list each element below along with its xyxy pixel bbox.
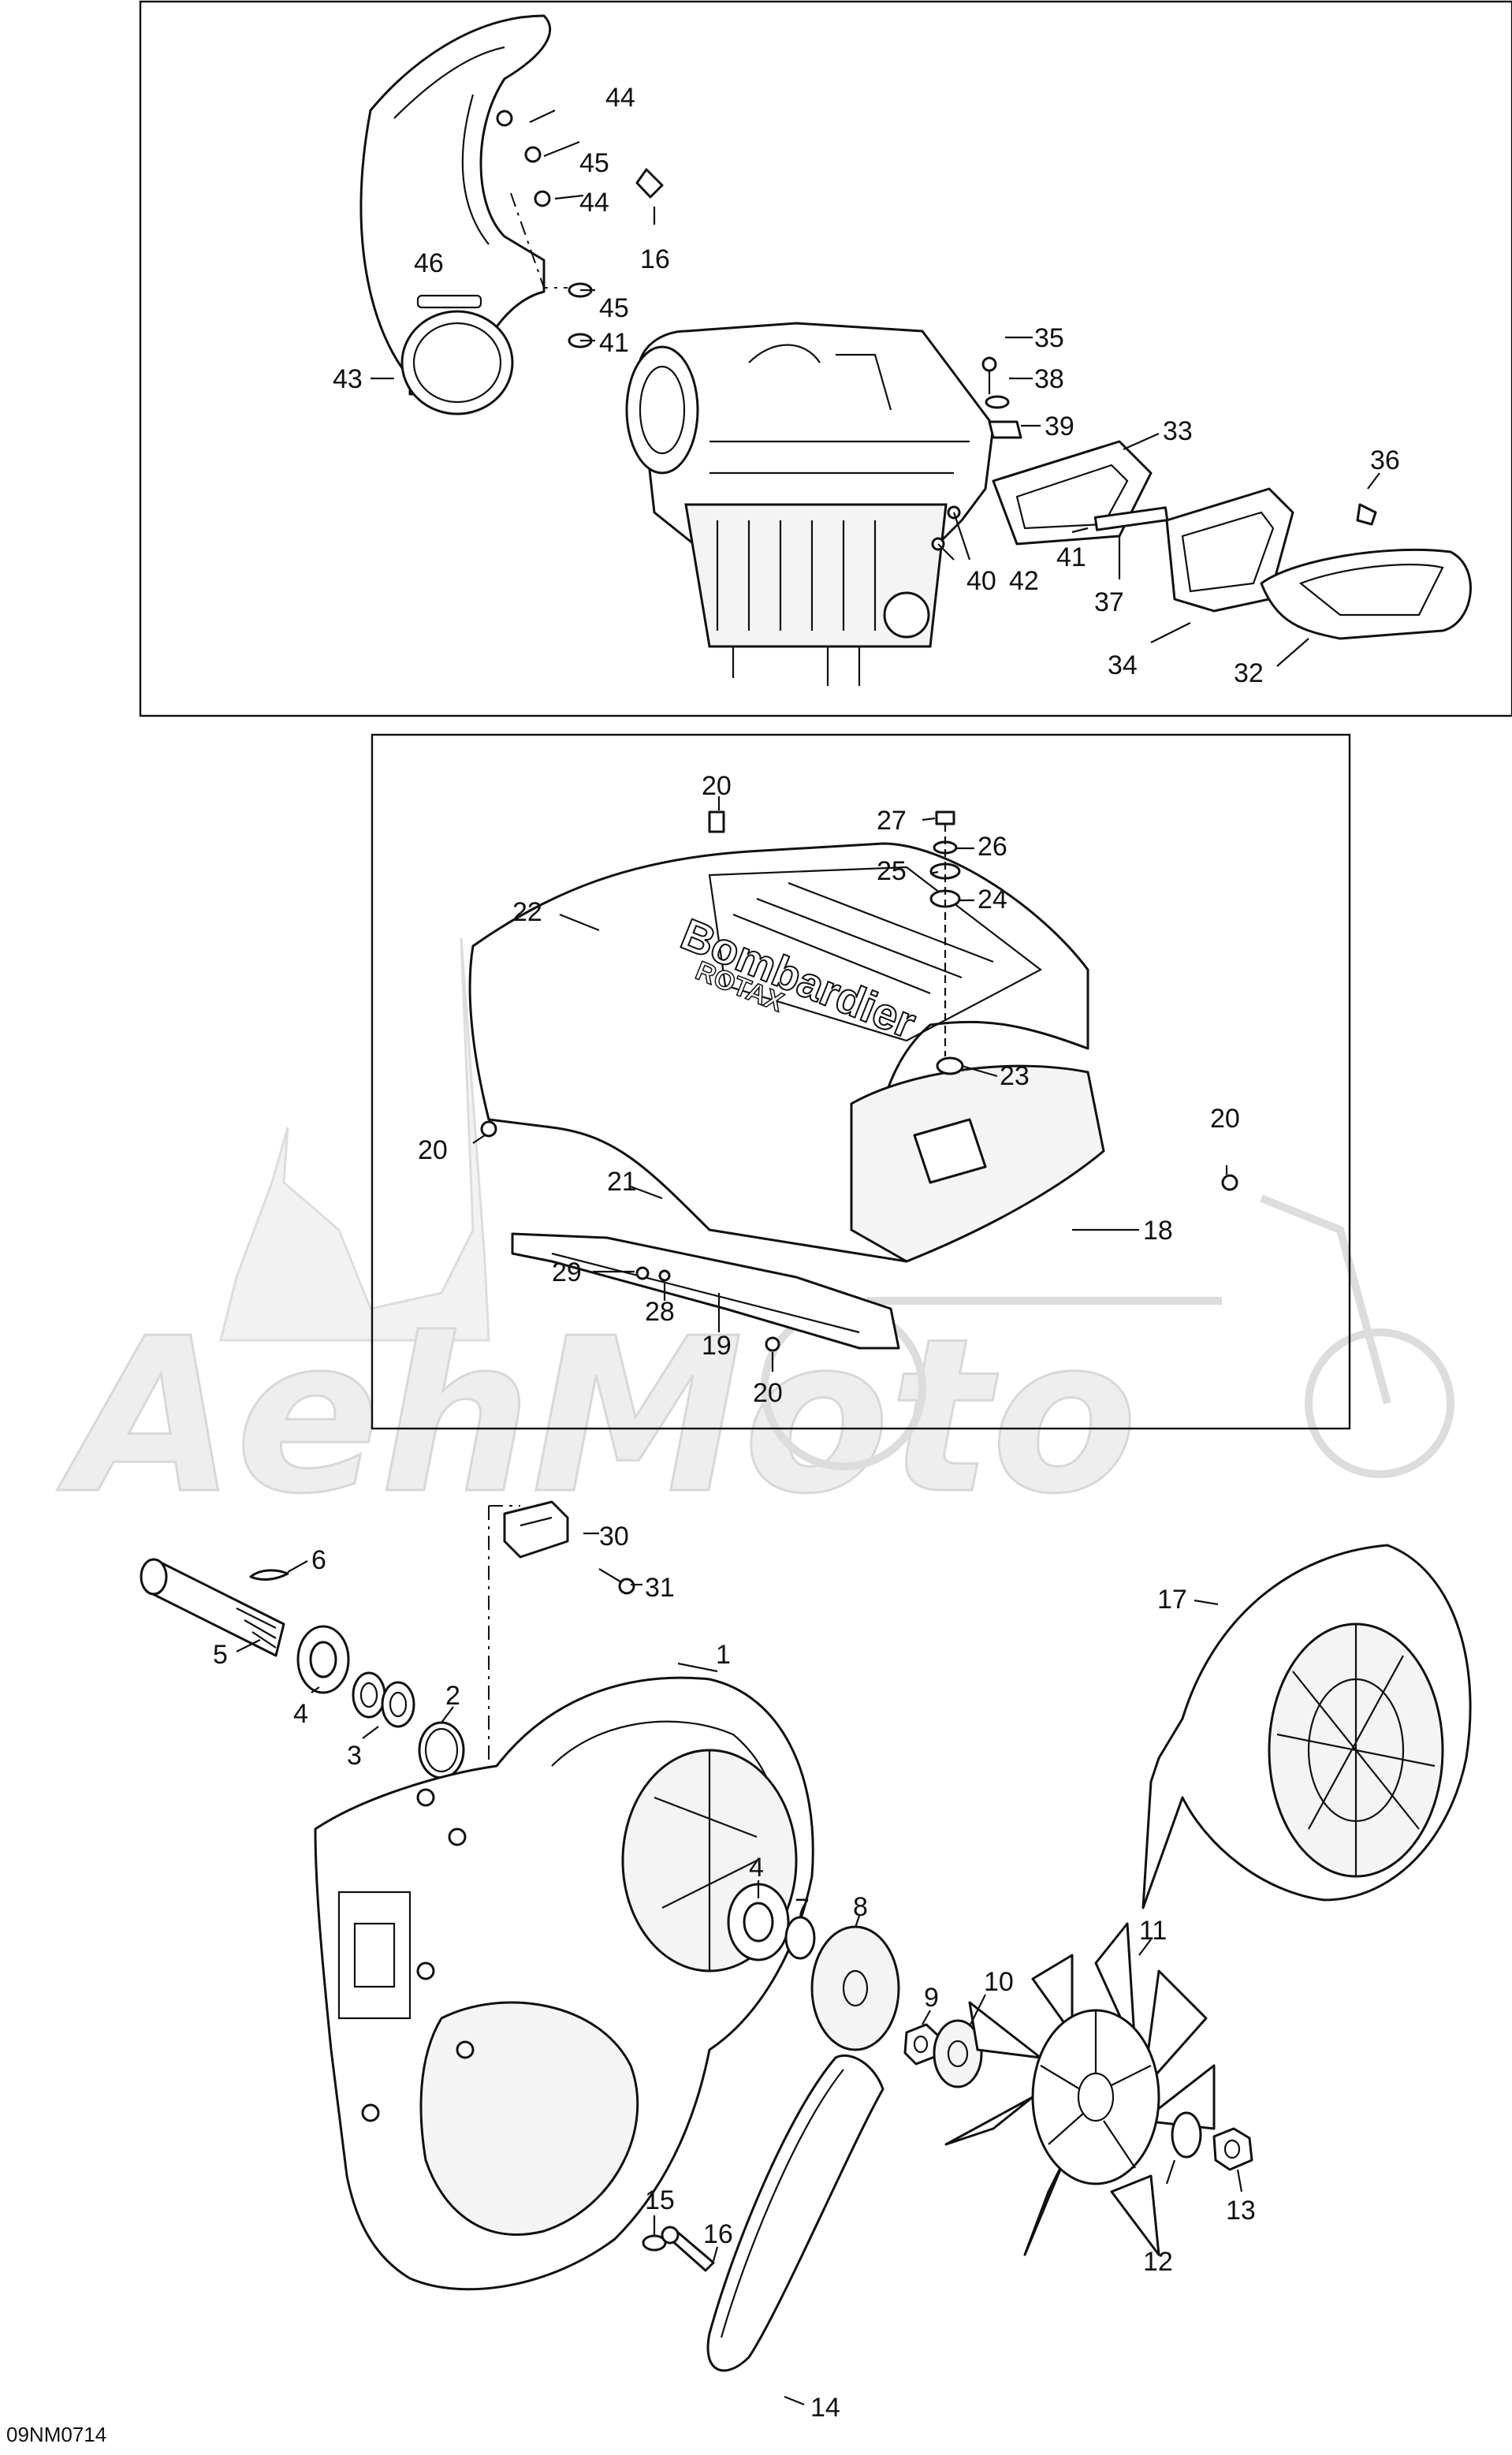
nut-13 [1212, 2127, 1253, 2171]
callout-18: 18 [1143, 1216, 1173, 1246]
watermark-text: AehMoto [54, 1292, 1138, 1540]
shaft-5 [140, 1558, 285, 1657]
callout-24: 24 [978, 885, 1007, 915]
washer-12 [1171, 2111, 1202, 2159]
callout-26: 26 [978, 832, 1007, 862]
callout-21: 21 [607, 1167, 637, 1197]
callout-4: 4 [749, 1853, 764, 1883]
callout-30: 30 [599, 1522, 629, 1552]
callout-20: 20 [702, 771, 732, 801]
watermark-motorcycle-icon [761, 1194, 1454, 1478]
intake-duct-33 [992, 440, 1153, 546]
callout-37: 37 [1094, 587, 1124, 617]
cowl-leaders [472, 796, 1228, 1372]
callout-17: 17 [1157, 1585, 1187, 1615]
watermark-spire-icon [219, 937, 490, 1342]
lower-leaders [236, 1532, 1243, 2406]
cowl-lower-panel-18 [850, 1064, 1105, 1263]
callout-34: 34 [1108, 650, 1138, 680]
callout-28: 28 [645, 1297, 675, 1327]
belt-14 [706, 2054, 884, 2372]
callout-14: 14 [810, 2393, 840, 2423]
callout-9: 9 [924, 1983, 939, 2013]
fan-shroud-17 [1141, 1544, 1472, 1909]
washer-15 [642, 2234, 667, 2252]
engine-cowl-22: Bombardier ROTAX [468, 842, 1089, 1263]
fan-housing-1 [314, 1676, 814, 2291]
bearing-4-upper [296, 1625, 350, 1694]
callout-20: 20 [418, 1135, 448, 1165]
upper-leaders [371, 207, 1380, 667]
callout-38: 38 [1034, 364, 1064, 394]
callout-15: 15 [645, 2185, 675, 2215]
nut-9 [903, 2023, 940, 2066]
callout-12: 12 [1143, 2247, 1173, 2277]
callout-19: 19 [702, 1331, 732, 1361]
callout-8: 8 [853, 1892, 868, 1922]
belt-guard [359, 14, 552, 415]
side-rail-19 [511, 1232, 900, 1350]
callout-41: 41 [599, 328, 629, 358]
callout-39: 39 [1045, 412, 1074, 441]
callout-40: 40 [966, 566, 996, 596]
callout-1: 1 [716, 1640, 731, 1670]
callout-33: 33 [1163, 416, 1193, 446]
callout-41: 41 [1056, 542, 1086, 572]
lower-callouts: 30 31 6 17 5 1 2 4 3 4 7 8 9 10 11 15 16… [213, 1522, 1256, 2423]
callout-2: 2 [445, 1681, 460, 1711]
callout-16: 16 [640, 244, 670, 274]
callout-22: 22 [512, 897, 542, 927]
callout-42: 42 [1009, 566, 1039, 596]
screw-16 [661, 2226, 715, 2272]
guard-fasteners [496, 110, 664, 348]
watermark: AehMoto [53, 937, 1454, 1542]
fan-11 [944, 1922, 1216, 2256]
callout-5: 5 [213, 1640, 228, 1670]
callout-4: 4 [293, 1699, 308, 1729]
callout-31: 31 [645, 1573, 675, 1603]
clamp-30 [503, 1500, 569, 1559]
pulley-10 [933, 2019, 983, 2088]
cowl-fasteners [480, 810, 1238, 1352]
cowl-group-frame [371, 733, 1351, 1430]
callout-13: 13 [1226, 2196, 1256, 2226]
callout-46: 46 [414, 248, 444, 278]
callout-27: 27 [877, 806, 907, 836]
clip-36 [1356, 503, 1377, 526]
screw-31 [598, 1568, 635, 1595]
callout-44: 44 [605, 83, 635, 113]
callout-10: 10 [984, 1967, 1014, 1997]
callout-11: 11 [1139, 1916, 1167, 1946]
seal-strip-37 [1093, 506, 1169, 531]
cowl-callouts: 20 27 26 25 24 22 23 20 20 21 18 29 28 1… [418, 771, 1240, 1408]
callout-29: 29 [552, 1257, 582, 1287]
callout-45: 45 [579, 148, 609, 178]
callout-32: 32 [1234, 658, 1264, 688]
callout-43: 43 [333, 364, 363, 394]
callout-16: 16 [703, 2219, 733, 2249]
callout-23: 23 [1000, 1061, 1030, 1091]
callout-25: 25 [877, 856, 907, 886]
washer-7 [784, 1916, 816, 1960]
callout-6: 6 [311, 1545, 326, 1575]
callout-7: 7 [795, 1894, 810, 1924]
callout-3: 3 [347, 1741, 362, 1771]
pin-6 [249, 1569, 289, 1581]
callout-44: 44 [579, 188, 609, 218]
spacers-3 [352, 1671, 415, 1728]
engine-block [625, 322, 995, 686]
callout-35: 35 [1034, 323, 1064, 353]
upper-callouts: 44 45 44 46 16 45 41 43 35 38 39 33 36 4… [333, 83, 1400, 688]
disc-8 [810, 1925, 900, 2051]
air-cover-32 [1260, 548, 1472, 640]
drawing-code: 09NM0714 [6, 2423, 107, 2446]
upper-group-frame [139, 0, 1512, 717]
callout-20: 20 [1210, 1104, 1240, 1134]
callout-36: 36 [1370, 445, 1400, 475]
callout-20: 20 [753, 1378, 783, 1408]
bearing-4-lower [727, 1883, 790, 1961]
callout-45: 45 [599, 293, 629, 323]
